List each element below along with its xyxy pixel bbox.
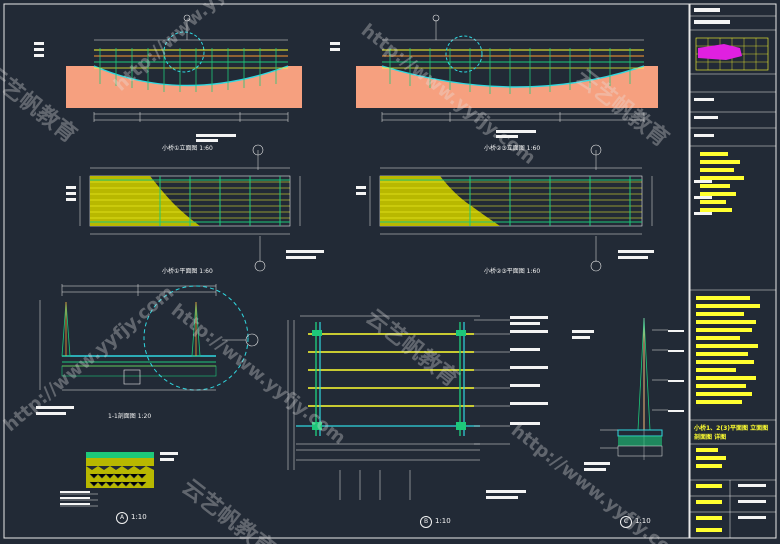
detail-view-b [287, 315, 510, 500]
caption-detail-b-scale: 1:10 [435, 517, 451, 525]
detail-marker-c: C [620, 516, 632, 528]
location-plan-highlight [698, 44, 742, 60]
detail-marker-b: B [420, 516, 432, 528]
detail-view-c [600, 317, 668, 460]
plan-1-hatch [90, 176, 200, 226]
section-view-1-1 [39, 284, 259, 391]
plan-2-hatch [380, 176, 500, 226]
detail-view-a [60, 452, 154, 507]
caption-detail-a-scale: 1:10 [131, 513, 147, 521]
caption-plan-1: 小桥①平面图 1:60 [162, 268, 213, 275]
sheet-frame [3, 3, 690, 539]
title-block-drawing-name: 小桥1、2(3)平面图 立面图 剖面图 详图 [694, 425, 769, 441]
elevation-view-2 [356, 14, 658, 122]
annotation-bars [34, 42, 684, 505]
caption-elevation-1: 小桥①立面图 1:60 [162, 145, 213, 152]
detail-marker-a: A [116, 512, 128, 524]
caption-section: 1-1剖面图 1:20 [108, 413, 152, 420]
caption-elevation-2: 小桥②③立面图 1:60 [484, 145, 541, 152]
caption-plan-2: 小桥②③平面图 1:60 [484, 268, 541, 275]
plan-view-1 [79, 144, 301, 272]
caption-detail-c-scale: 1:10 [635, 517, 651, 525]
plan-view-2 [369, 144, 653, 272]
title-block [689, 3, 777, 539]
elevation-view-1 [66, 14, 302, 122]
